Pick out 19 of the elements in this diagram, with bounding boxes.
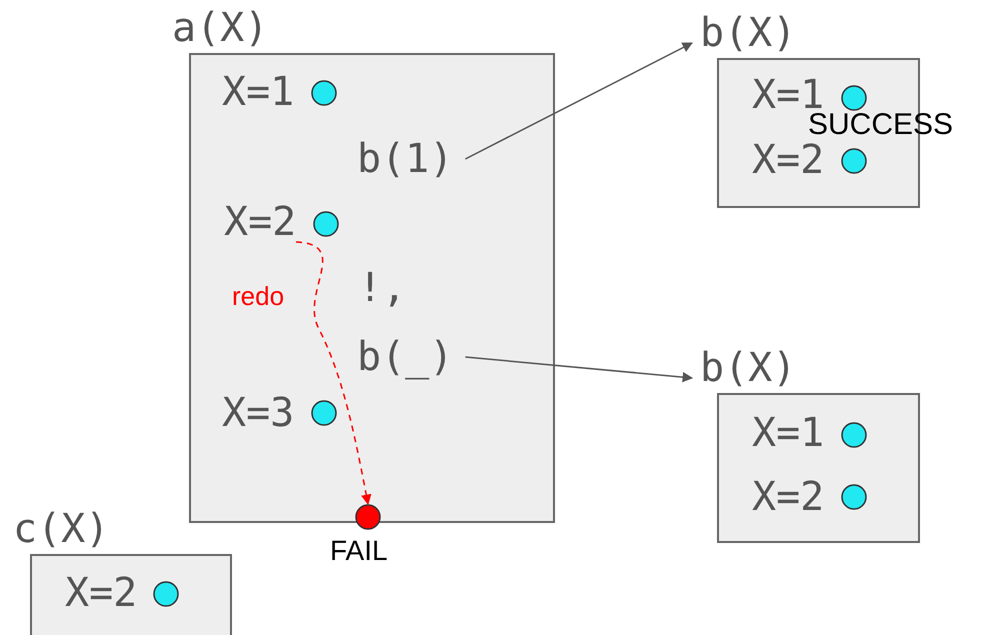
term-text: X=2 xyxy=(752,477,824,517)
fail-circle xyxy=(355,504,381,530)
arrow xyxy=(465,356,694,382)
box-heading: a(X) xyxy=(172,8,268,48)
term-text: X=1 xyxy=(752,413,824,453)
term-text: X=2 xyxy=(224,202,296,242)
arrow xyxy=(464,42,693,160)
term-text: b(1) xyxy=(357,139,454,179)
dashed-arrow xyxy=(296,241,372,506)
term-text: X=1 xyxy=(222,72,294,112)
box-heading: c(X) xyxy=(13,509,110,549)
term-text: b(_) xyxy=(357,337,454,377)
box-heading: b(X) xyxy=(700,13,796,53)
box-heading: b(X) xyxy=(700,348,796,388)
node-label: FAIL xyxy=(330,537,388,565)
term-text: X=2 xyxy=(752,140,824,180)
term-text: !, xyxy=(358,268,406,308)
term-text: X=3 xyxy=(222,393,294,433)
term-text: X=2 xyxy=(65,573,138,613)
